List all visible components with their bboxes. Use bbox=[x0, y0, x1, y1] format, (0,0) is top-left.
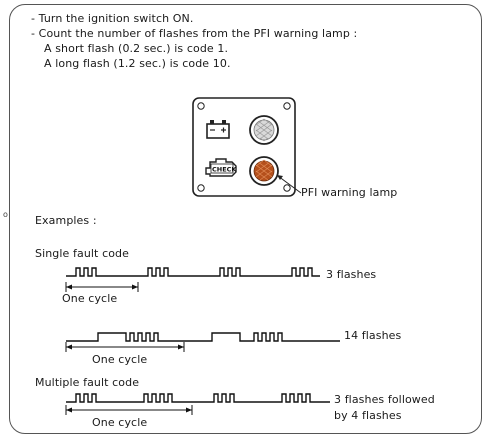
battery-icon bbox=[206, 120, 230, 139]
check-label: CHECK bbox=[212, 166, 237, 174]
callout-arrow bbox=[277, 175, 302, 194]
indicator-lamp-grey bbox=[249, 115, 279, 145]
example3-label-line1: 3 flashes followed bbox=[334, 393, 435, 406]
diagram-frame bbox=[9, 4, 482, 434]
pfi-warning-lamp bbox=[249, 156, 279, 186]
instruction-line-4: A long flash (1.2 sec.) is code 10. bbox=[44, 57, 231, 70]
example1-cycle-label: One cycle bbox=[62, 292, 118, 305]
instruction-line-3: A short flash (0.2 sec.) is code 1. bbox=[44, 42, 229, 55]
margin-marker: o bbox=[3, 210, 8, 219]
pfi-lamp-callout: PFI warning lamp bbox=[301, 186, 398, 199]
check-engine-icon bbox=[205, 158, 237, 177]
instruction-line-1: - Turn the ignition switch ON. bbox=[31, 12, 194, 25]
example2-label: 14 flashes bbox=[344, 329, 402, 342]
example3-label-line2: by 4 flashes bbox=[334, 409, 402, 422]
instruction-line-2: - Count the number of flashes from the P… bbox=[31, 27, 358, 40]
single-fault-heading: Single fault code bbox=[35, 247, 129, 260]
example1-label: 3 flashes bbox=[326, 268, 377, 281]
multiple-fault-heading: Multiple fault code bbox=[35, 376, 140, 389]
example2-cycle-label: One cycle bbox=[92, 353, 148, 366]
example3-cycle-label: One cycle bbox=[92, 416, 148, 429]
examples-heading: Examples : bbox=[35, 214, 97, 227]
